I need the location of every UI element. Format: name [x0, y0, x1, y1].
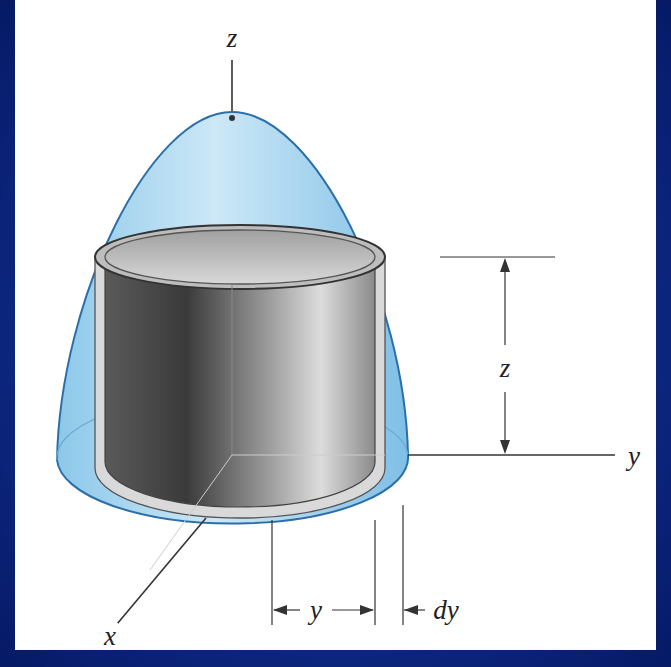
axis-label: z — [225, 25, 240, 52]
axis-label: x — [102, 623, 118, 650]
x-axis-hidden — [150, 455, 232, 570]
dimension-label: dy — [431, 597, 460, 624]
z-axis-hidden — [232, 285, 233, 455]
z-axis — [231, 60, 233, 114]
extension-line — [440, 256, 555, 257]
arrowhead — [273, 605, 287, 615]
shell-top-inner — [105, 230, 375, 284]
y-axis — [408, 454, 615, 456]
axis-label: y — [626, 443, 642, 470]
cylinder-body — [105, 257, 375, 507]
white-panel — [15, 0, 656, 650]
dimension-line — [504, 260, 505, 345]
arrowhead — [404, 605, 418, 615]
y-axis-hidden — [232, 455, 385, 456]
shell-top-outer — [95, 225, 385, 289]
extension-line — [271, 520, 272, 625]
apex-dot — [229, 115, 235, 121]
shell-outer — [95, 257, 385, 518]
extension-line — [374, 520, 375, 625]
extension-line — [402, 505, 403, 625]
arrowhead — [500, 258, 510, 272]
dimension-label: z — [498, 355, 513, 382]
x-axis — [112, 518, 206, 630]
arrowhead — [500, 440, 510, 454]
paraboloid-dome — [57, 112, 408, 524]
dimension-label: y — [308, 597, 324, 624]
arrowhead — [360, 605, 374, 615]
